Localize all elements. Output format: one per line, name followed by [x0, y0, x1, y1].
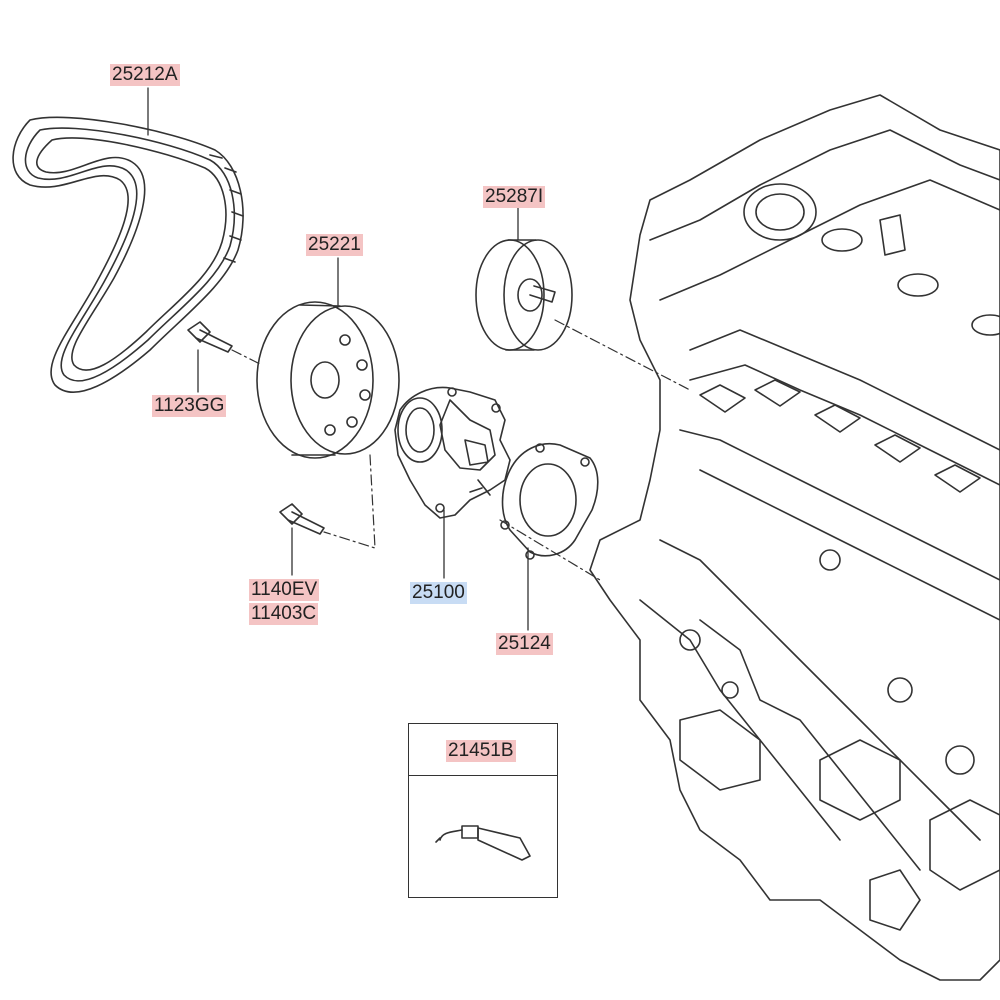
label-pulley-bolt[interactable]: 1123GG [152, 395, 227, 417]
label-idler-pulley[interactable]: 25287I [483, 186, 546, 208]
drive-belt-drawing [12, 116, 244, 393]
idler-pulley-drawing [475, 239, 573, 351]
gasket-drawing [500, 443, 599, 560]
sealant-kit-box [408, 723, 558, 898]
label-crank-pulley[interactable]: 25221 [306, 234, 363, 256]
sealant-tube-icon [435, 825, 531, 861]
label-sealant[interactable]: 21451B [446, 740, 516, 762]
bolt-drawings [187, 321, 325, 535]
leader-lines [147, 87, 529, 631]
crank-pulley-drawing [256, 301, 400, 459]
label-gasket[interactable]: 25124 [496, 633, 553, 655]
water-pump-drawing [394, 386, 511, 519]
alignment-lines [231, 319, 691, 581]
label-water-pump[interactable]: 25100 [410, 582, 467, 604]
label-drive-belt[interactable]: 25212A [110, 64, 180, 86]
label-pump-bolt-b[interactable]: 11403C [249, 603, 319, 625]
label-pump-bolt-a[interactable]: 1140EV [249, 579, 320, 601]
engine-block-drawing [589, 94, 1000, 981]
kit-box-divider [409, 775, 557, 776]
